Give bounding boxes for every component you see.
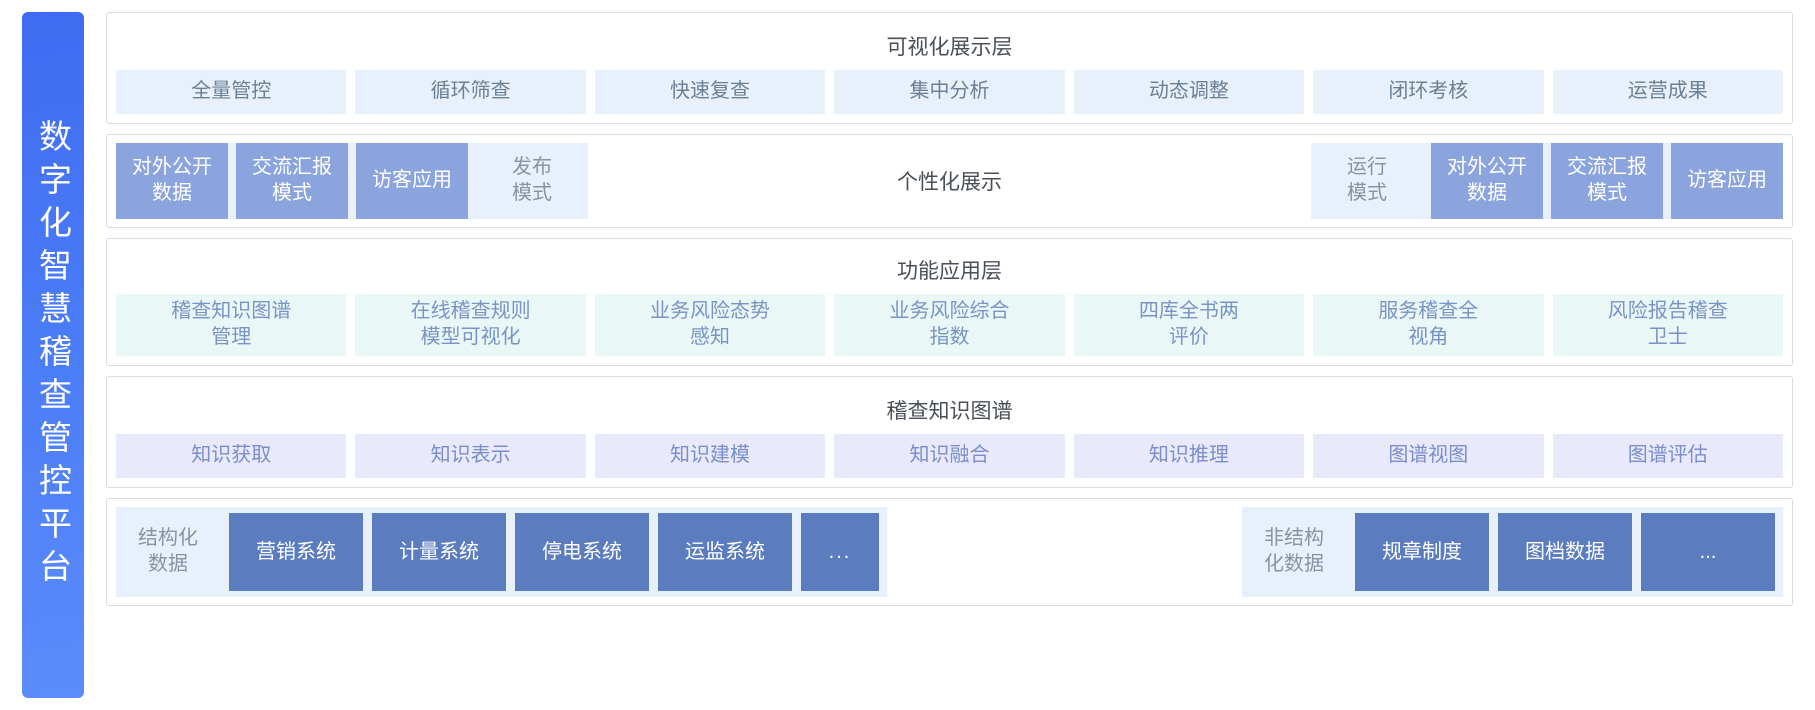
layer-knowledge-graph: 稽查知识图谱 知识获取 知识表示 知识建模 知识融合 知识推理 图谱视图 图谱评… <box>106 376 1793 488</box>
data-chip-drawing-archive[interactable]: 图档数据 <box>1498 513 1632 591</box>
data-chip-metering-system[interactable]: 计量系统 <box>372 513 506 591</box>
mode-chip-public-data-left[interactable]: 对外公开数据 <box>116 143 228 219</box>
chip-visualization-2[interactable]: 快速复查 <box>594 70 826 114</box>
layer-personalized-display: 对外公开数据 交流汇报模式 访客应用 发布模式 个性化展示 运行模式 对外公开数… <box>106 134 1793 228</box>
chip-visualization-0[interactable]: 全量管控 <box>116 70 347 114</box>
layer-functional-application: 功能应用层 稽查知识图谱管理 在线稽查规则模型可视化 业务风险态势感知 业务风险… <box>106 238 1793 366</box>
data-chip-marketing-system[interactable]: 营销系统 <box>229 513 363 591</box>
mode-chip-publish-mode[interactable]: 发布模式 <box>512 156 552 204</box>
layer-functional-application-items: 稽查知识图谱管理 在线稽查规则模型可视化 业务风险态势感知 业务风险综合指数 四… <box>107 294 1792 365</box>
layer-functional-application-title: 功能应用层 <box>897 260 1002 283</box>
chip-visualization-1[interactable]: 循环筛查 <box>355 70 586 114</box>
mode-chip-runtime-mode[interactable]: 运行模式 <box>1347 156 1387 204</box>
data-chip-ops-monitor-system[interactable]: 运监系统 <box>658 513 792 591</box>
layer-data-sources: 结构化数据 营销系统 计量系统 停电系统 运监系统 ... 非结构化数据 规章制… <box>106 498 1793 606</box>
platform-vertical-title: 数字化智慧稽查管控平台 <box>34 118 72 592</box>
layer-visualization-title: 可视化展示层 <box>886 36 1013 59</box>
chip-function-5[interactable]: 服务稽查全视角 <box>1313 294 1544 356</box>
data-groups-spacer <box>907 507 1222 597</box>
data-chip-regulations[interactable]: 规章制度 <box>1355 513 1489 591</box>
data-chip-outage-system[interactable]: 停电系统 <box>515 513 649 591</box>
chip-visualization-5[interactable]: 闭环考核 <box>1313 70 1544 114</box>
chip-function-2[interactable]: 业务风险态势感知 <box>594 294 826 356</box>
chip-function-4[interactable]: 四库全书两评价 <box>1073 294 1305 356</box>
personalized-display-label: 个性化展示 <box>588 143 1311 219</box>
data-group-unstructured: 非结构化数据 规章制度 图档数据 ... <box>1242 507 1783 597</box>
chip-knowledge-0[interactable]: 知识获取 <box>116 434 347 478</box>
chip-knowledge-3[interactable]: 知识融合 <box>834 434 1065 478</box>
mode-chip-report-mode-right[interactable]: 交流汇报模式 <box>1551 143 1663 219</box>
mode-chip-visitor-app-right[interactable]: 访客应用 <box>1671 143 1783 219</box>
chip-function-3[interactable]: 业务风险综合指数 <box>834 294 1065 356</box>
chip-knowledge-4[interactable]: 知识推理 <box>1073 434 1305 478</box>
mode-chip-public-data-right[interactable]: 对外公开数据 <box>1431 143 1543 219</box>
data-chip-structured-more[interactable]: ... <box>801 513 879 591</box>
chip-function-0[interactable]: 稽查知识图谱管理 <box>116 294 347 356</box>
data-group-unstructured-label: 非结构化数据 <box>1264 527 1324 575</box>
chip-function-1[interactable]: 在线稽查规则模型可视化 <box>355 294 586 356</box>
layer-visualization-items: 全量管控 循环筛查 快速复查 集中分析 动态调整 闭环考核 运营成果 <box>107 70 1792 123</box>
chip-knowledge-6[interactable]: 图谱评估 <box>1552 434 1783 478</box>
chip-visualization-3[interactable]: 集中分析 <box>834 70 1065 114</box>
personalized-display-row: 对外公开数据 交流汇报模式 访客应用 发布模式 个性化展示 运行模式 对外公开数… <box>107 135 1792 227</box>
chip-knowledge-1[interactable]: 知识表示 <box>355 434 586 478</box>
personalized-left-group: 对外公开数据 交流汇报模式 访客应用 发布模式 <box>116 143 588 219</box>
data-group-structured: 结构化数据 营销系统 计量系统 停电系统 运监系统 ... <box>116 507 887 597</box>
chip-function-6[interactable]: 风险报告稽查卫士 <box>1552 294 1783 356</box>
chip-visualization-6[interactable]: 运营成果 <box>1552 70 1783 114</box>
mode-chip-visitor-app-left[interactable]: 访客应用 <box>356 143 468 219</box>
data-group-structured-label: 结构化数据 <box>138 527 198 575</box>
chip-knowledge-2[interactable]: 知识建模 <box>594 434 826 478</box>
data-chip-unstructured-more[interactable]: ... <box>1641 513 1775 591</box>
layer-knowledge-graph-title: 稽查知识图谱 <box>886 400 1013 423</box>
chip-knowledge-5[interactable]: 图谱视图 <box>1313 434 1544 478</box>
layer-visualization: 可视化展示层 全量管控 循环筛查 快速复查 集中分析 动态调整 闭环考核 运营成… <box>106 12 1793 124</box>
chip-visualization-4[interactable]: 动态调整 <box>1073 70 1305 114</box>
data-sources-row: 结构化数据 营销系统 计量系统 停电系统 运监系统 ... 非结构化数据 规章制… <box>107 499 1792 605</box>
personalized-right-group: 运行模式 对外公开数据 交流汇报模式 访客应用 <box>1311 143 1783 219</box>
platform-title-bar: 数字化智慧稽查管控平台 <box>22 12 84 698</box>
layer-stack: 可视化展示层 全量管控 循环筛查 快速复查 集中分析 动态调整 闭环考核 运营成… <box>84 0 1815 710</box>
mode-chip-report-mode-left[interactable]: 交流汇报模式 <box>236 143 348 219</box>
layer-knowledge-graph-items: 知识获取 知识表示 知识建模 知识融合 知识推理 图谱视图 图谱评估 <box>107 434 1792 487</box>
